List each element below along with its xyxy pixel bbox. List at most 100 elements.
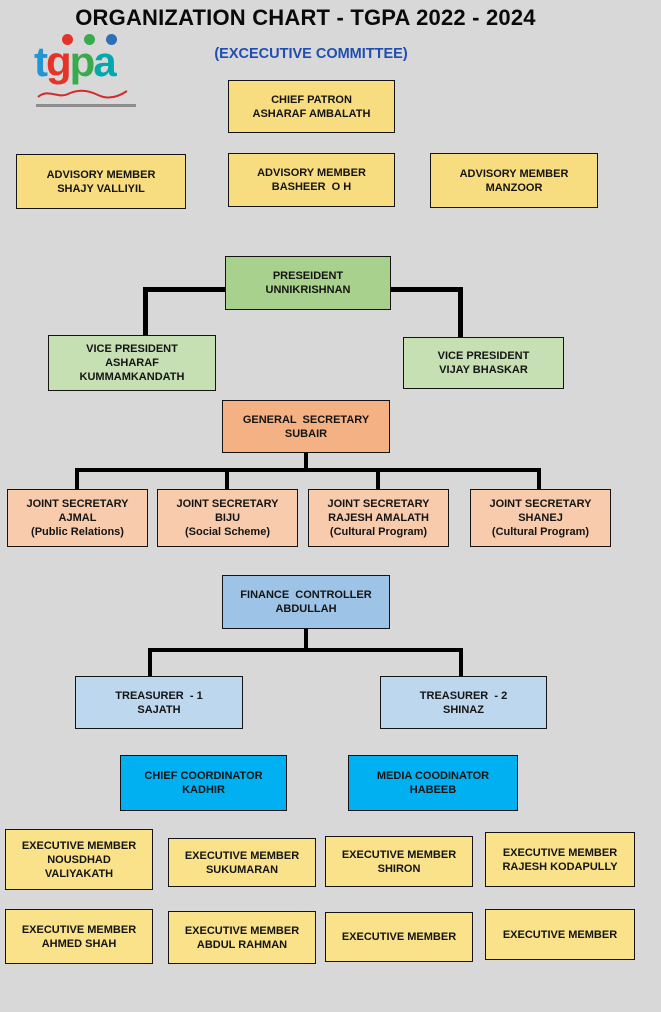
node-label: CHIEF COORDINATOR bbox=[144, 770, 263, 782]
node-label: UNNIKRISHNAN bbox=[265, 284, 351, 296]
connector-line bbox=[143, 287, 148, 335]
node-label: ABDULLAH bbox=[275, 603, 337, 615]
node-label: ABDUL RAHMAN bbox=[196, 938, 288, 951]
connector-line bbox=[537, 470, 541, 489]
chief-coordinator: CHIEF COORDINATOR KADHIR bbox=[120, 755, 287, 811]
node-label: SHANEJ bbox=[518, 512, 563, 524]
tgpa-logo: tgpa bbox=[34, 34, 142, 114]
node-label: JOINT SECRETARY bbox=[327, 498, 430, 510]
node-label: TREASURER - 2 bbox=[419, 689, 508, 702]
node-label: EXECUTIVE MEMBER bbox=[341, 848, 457, 861]
connector-line bbox=[391, 287, 463, 292]
node-label: HABEEB bbox=[409, 784, 457, 796]
node-label: VIJAY BHASKAR bbox=[439, 364, 528, 376]
node-label: CHIEF PATRON bbox=[271, 93, 352, 106]
node-label: ASHARAF bbox=[105, 357, 159, 369]
node-label: (Cultural Program) bbox=[491, 526, 590, 538]
node-label: EXECUTIVE MEMBER bbox=[502, 846, 618, 859]
logo-letter: g bbox=[46, 38, 72, 85]
connector-line bbox=[75, 470, 79, 489]
page-title: ORGANIZATION CHART - TGPA 2022 - 2024 bbox=[75, 5, 536, 30]
node-label: (Cultural Program) bbox=[329, 526, 428, 538]
node-label: SHAJY VALLIYIL bbox=[57, 182, 145, 195]
connector-line bbox=[459, 650, 463, 676]
node-label: EXECUTIVE MEMBER bbox=[21, 839, 137, 852]
connector-line bbox=[304, 629, 308, 650]
node-label: FINANCE CONTROLLER bbox=[240, 589, 372, 601]
joint-secretary-2: JOINT SECRETARY BIJU (Social Scheme) bbox=[157, 489, 298, 547]
advisory-member-2: ADVISORY MEMBER BASHEER O H bbox=[228, 153, 395, 207]
node-label: JOINT SECRETARY bbox=[176, 498, 279, 510]
node-label: ADVISORY MEMBER bbox=[257, 167, 366, 179]
node-label: SUBAIR bbox=[284, 427, 328, 440]
node-label: BASHEER O H bbox=[271, 181, 352, 193]
vice-president-1: VICE PRESIDENT ASHARAF KUMMAMKANDATH bbox=[48, 335, 216, 391]
node-label: KADHIR bbox=[182, 784, 225, 796]
node-label: EXECUTIVE MEMBER bbox=[502, 928, 618, 941]
executive-member-8: EXECUTIVE MEMBER bbox=[485, 909, 635, 960]
logo-person-head-icon bbox=[84, 34, 95, 45]
node-label: AJMAL bbox=[58, 512, 97, 524]
node-label: ADVISORY MEMBER bbox=[459, 167, 569, 180]
connector-line bbox=[148, 650, 152, 676]
node-label: PRESEIDENT bbox=[272, 270, 344, 282]
logo-person-head-icon bbox=[106, 34, 117, 45]
node-label: ADVISORY MEMBER bbox=[46, 168, 156, 181]
connector-line bbox=[75, 468, 541, 472]
logo-person-head-icon bbox=[62, 34, 73, 45]
node-label: ASHARAF AMBALATH bbox=[252, 107, 371, 120]
node-label: RAJESH KODAPULLY bbox=[502, 860, 618, 873]
node-label: RAJESH AMALATH bbox=[328, 512, 429, 524]
node-label: BIJU bbox=[214, 512, 241, 524]
logo-caption-line bbox=[36, 104, 136, 107]
node-label: VALIYAKATH bbox=[44, 867, 114, 880]
joint-secretary-4: JOINT SECRETARY SHANEJ (Cultural Program) bbox=[470, 489, 611, 547]
connector-line bbox=[376, 470, 380, 489]
logo-script-icon bbox=[37, 89, 128, 99]
connector-line bbox=[148, 648, 463, 652]
node-label: GENERAL SECRETARY bbox=[242, 413, 370, 426]
node-label: KUMMAMKANDATH bbox=[79, 371, 185, 383]
page-subtitle: (EXCECUTIVE COMMITTEE) bbox=[214, 46, 408, 62]
node-label: EXECUTIVE MEMBER bbox=[341, 931, 457, 943]
node-label: JOINT SECRETARY bbox=[26, 498, 129, 510]
connector-line bbox=[143, 287, 225, 292]
node-label: SHINAZ bbox=[443, 703, 484, 716]
connector-line bbox=[225, 470, 229, 489]
node-label: SAJATH bbox=[137, 703, 181, 716]
node-label: SHIRON bbox=[377, 862, 421, 875]
node-label: VICE PRESIDENT bbox=[86, 343, 178, 355]
node-label: SUKUMARAN bbox=[205, 863, 279, 876]
node-label: (Social Scheme) bbox=[185, 526, 270, 538]
president: PRESEIDENT UNNIKRISHNAN bbox=[225, 256, 391, 310]
node-label: TREASURER - 1 bbox=[115, 689, 203, 702]
finance-controller: FINANCE CONTROLLER ABDULLAH bbox=[222, 575, 390, 629]
node-label: EXECUTIVE MEMBER bbox=[21, 923, 137, 936]
executive-member-7: EXECUTIVE MEMBER bbox=[325, 912, 473, 962]
connector-line bbox=[458, 287, 463, 337]
logo-letter: t bbox=[34, 38, 48, 85]
node-label: NOUSDHAD bbox=[47, 853, 111, 866]
logo-wordmark: tgpa bbox=[34, 38, 117, 85]
logo-letter: p bbox=[69, 38, 96, 85]
node-label: EXECUTIVE MEMBER bbox=[184, 849, 300, 862]
connector-line bbox=[304, 453, 308, 470]
node-label: JOINT SECRETARY bbox=[489, 498, 592, 510]
joint-secretary-3: JOINT SECRETARY RAJESH AMALATH (Cultural P… bbox=[308, 489, 449, 547]
